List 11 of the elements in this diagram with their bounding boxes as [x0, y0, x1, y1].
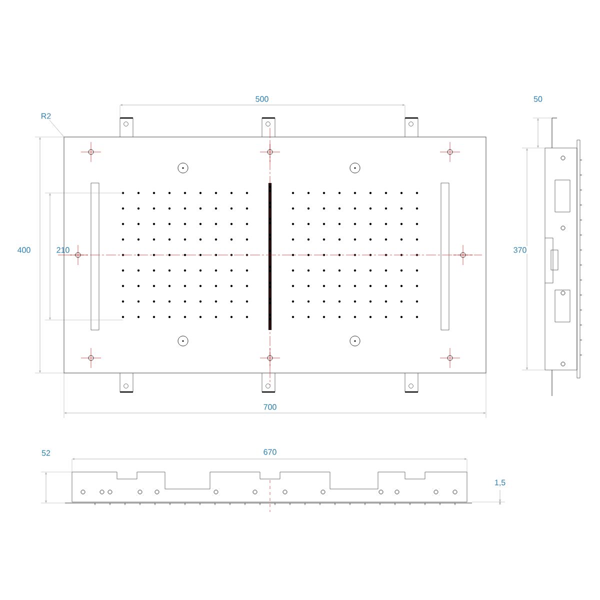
dimension-label: 500	[254, 95, 270, 103]
dimension-label: 370	[512, 246, 528, 254]
dimension-label: 210	[55, 246, 71, 254]
dimension-label: 400	[16, 246, 32, 254]
dimension-label: 1,5	[493, 478, 507, 488]
dimension-label: 50	[532, 95, 544, 103]
leader-line	[49, 120, 64, 137]
dimension-label: 670	[262, 448, 278, 456]
radius-label: R2	[42, 113, 51, 119]
dimension-label: 52	[40, 449, 52, 457]
dimension-label: 700	[262, 403, 278, 411]
